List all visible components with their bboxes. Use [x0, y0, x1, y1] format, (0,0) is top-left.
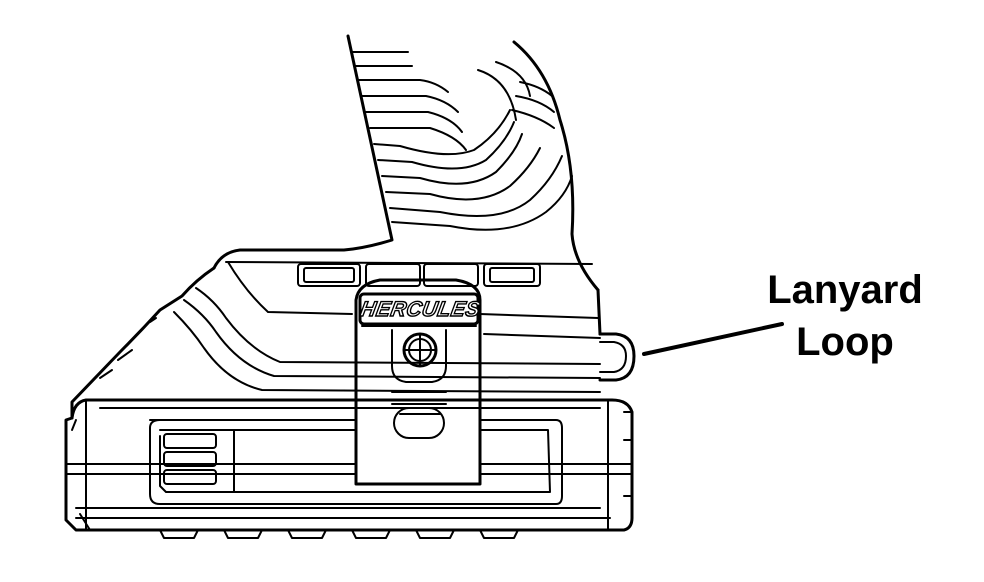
battery-upper-housing — [70, 261, 602, 420]
vent-slots — [297, 263, 541, 287]
screw-icon — [402, 332, 438, 368]
battery-lower-body — [64, 398, 634, 539]
grip-ridges — [351, 51, 573, 231]
lanyard-loop-leader-line — [642, 322, 784, 356]
tool-handle — [212, 34, 600, 292]
callout-label-line2: Loop — [796, 320, 894, 364]
lanyard-loop — [598, 332, 636, 382]
fuel-gauge-bars — [163, 433, 217, 485]
callout-label-line1: Lanyard — [767, 268, 923, 312]
belt-clip: HERCULES — [354, 278, 483, 486]
brand-logo-text: HERCULES — [359, 298, 483, 321]
bottom-feet — [159, 529, 519, 539]
